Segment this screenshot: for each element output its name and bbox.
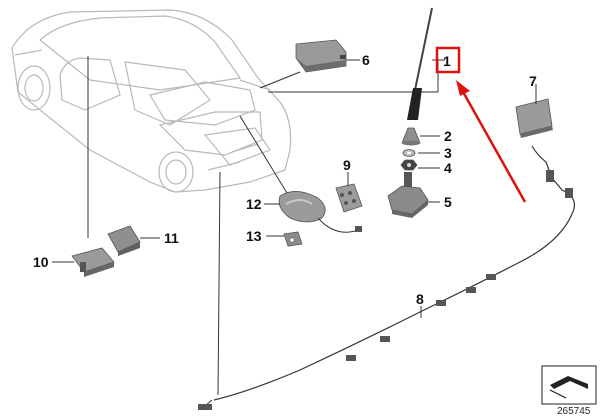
- callout-5: 5: [444, 194, 452, 210]
- small-clip-icon: [283, 231, 303, 247]
- callout-12: 12: [246, 196, 262, 212]
- callout-1-highlight-box: [435, 46, 461, 74]
- control-unit-icon: [515, 98, 553, 138]
- callout-7: 7: [529, 73, 537, 89]
- antenna-base-cone-icon: [401, 127, 421, 146]
- highlight-arrow-icon: [456, 80, 527, 203]
- holder-icon: [71, 247, 115, 277]
- callout-13: 13: [246, 228, 262, 244]
- shark-fin-antenna-icon: [278, 191, 362, 233]
- nut-icon: [400, 159, 418, 171]
- car-outline-icon: [11, 9, 292, 193]
- callout-1: 1: [443, 53, 451, 69]
- callout-6: 6: [362, 52, 370, 68]
- antenna-base-icon: [387, 172, 429, 218]
- bracket-icon: [107, 225, 141, 256]
- clip-bracket-icon: [335, 183, 363, 213]
- leader-lines: [87, 56, 439, 396]
- washer-icon: [402, 149, 416, 157]
- callout-9: 9: [343, 157, 351, 173]
- callout-10: 10: [33, 254, 49, 270]
- callout-8: 8: [416, 291, 424, 307]
- antenna-amplifier-module-icon: [295, 39, 347, 73]
- document-number: 265745: [557, 406, 591, 417]
- page-corner-icon: [541, 365, 597, 405]
- callout-3: 3: [444, 145, 452, 161]
- callout-2: 2: [444, 128, 452, 144]
- callout-4: 4: [444, 160, 452, 176]
- antenna-mast-icon: [407, 7, 433, 120]
- cable-harness-icon: [198, 145, 575, 411]
- callout-11: 11: [164, 230, 179, 246]
